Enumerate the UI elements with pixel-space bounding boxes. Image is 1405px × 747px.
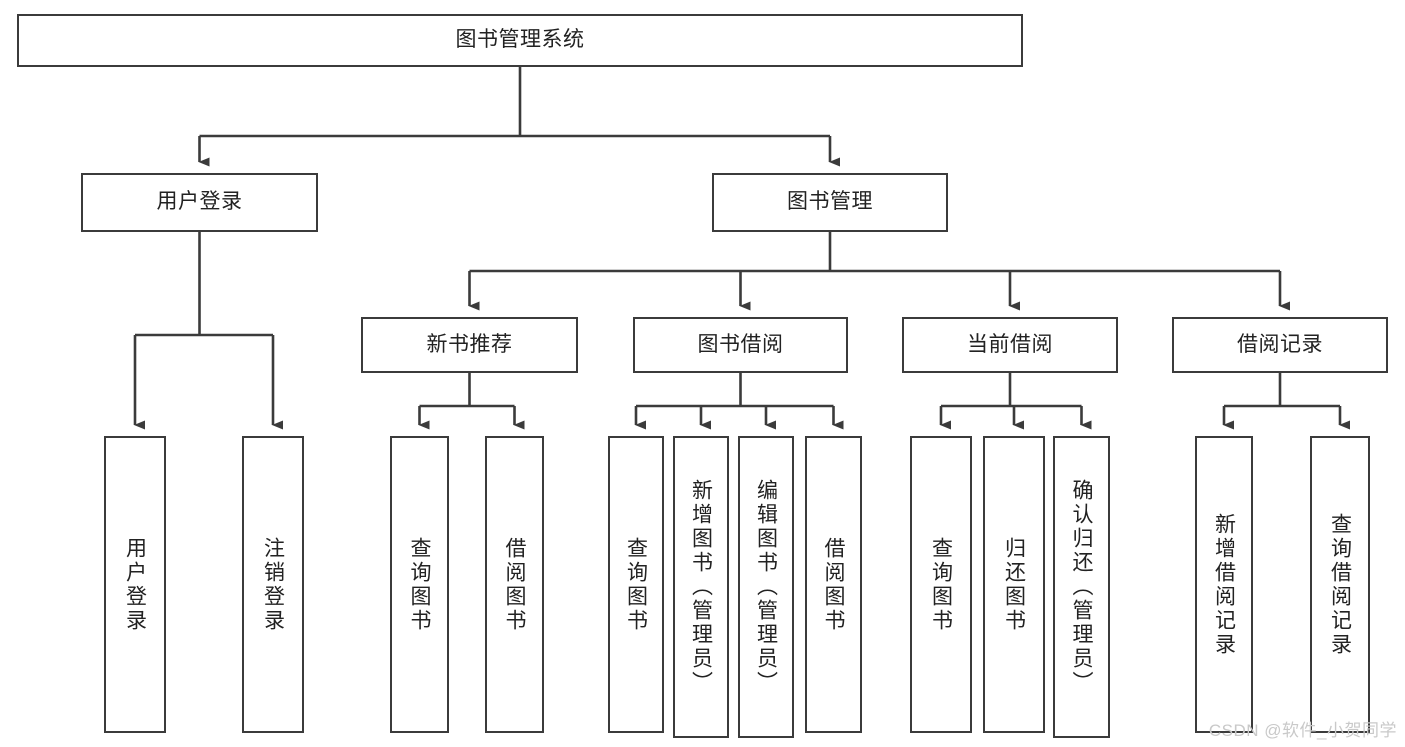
node-leaf-cur-query[interactable]: 查询图书 <box>910 436 972 733</box>
node-leaf-cur-return[interactable]: 归还图书 <box>983 436 1045 733</box>
node-leaf-cur-return-label: 归还图书 <box>1002 536 1026 633</box>
node-user-login[interactable]: 用户登录 <box>81 173 318 232</box>
node-book-borrow-label: 图书借阅 <box>697 332 784 356</box>
node-leaf-borrow-query-label: 查询图书 <box>624 536 648 633</box>
node-leaf-cur-confirm[interactable]: 确认归还（管理员） <box>1053 436 1110 738</box>
node-leaf-borrow-do-label: 借阅图书 <box>822 536 845 633</box>
node-leaf-rec-borrow-label: 借阅图书 <box>503 536 526 633</box>
node-user-login-label: 用户登录 <box>156 190 243 214</box>
node-leaf-rec-search[interactable]: 查询借阅记录 <box>1310 436 1370 733</box>
node-leaf-borrow-edit-label: 编辑图书（管理员） <box>754 479 778 695</box>
node-borrow-record-label: 借阅记录 <box>1237 332 1323 356</box>
node-root[interactable]: 图书管理系统 <box>17 14 1023 67</box>
node-book-borrow[interactable]: 图书借阅 <box>633 317 848 373</box>
node-borrow-record[interactable]: 借阅记录 <box>1172 317 1388 373</box>
node-leaf-user-logout[interactable]: 注销登录 <box>242 436 304 733</box>
node-leaf-rec-add[interactable]: 新增借阅记录 <box>1195 436 1253 733</box>
node-leaf-rec-search-label: 查询借阅记录 <box>1328 512 1352 657</box>
node-book-manage[interactable]: 图书管理 <box>712 173 948 232</box>
node-leaf-borrow-do[interactable]: 借阅图书 <box>805 436 862 733</box>
node-new-book-rec-label: 新书推荐 <box>426 332 513 356</box>
node-root-label: 图书管理系统 <box>455 28 585 52</box>
node-leaf-rec-borrow[interactable]: 借阅图书 <box>485 436 544 733</box>
node-book-manage-label: 图书管理 <box>787 190 873 214</box>
node-current-borrow-label: 当前借阅 <box>967 332 1053 356</box>
node-leaf-rec-query-label: 查询图书 <box>408 536 431 633</box>
node-leaf-cur-query-label: 查询图书 <box>929 536 953 633</box>
node-leaf-user-login-label: 用户登录 <box>123 536 147 633</box>
node-leaf-rec-add-label: 新增借阅记录 <box>1212 512 1236 657</box>
node-leaf-borrow-add[interactable]: 新增图书（管理员） <box>673 436 729 738</box>
node-current-borrow[interactable]: 当前借阅 <box>902 317 1118 373</box>
node-leaf-rec-query[interactable]: 查询图书 <box>390 436 449 733</box>
node-leaf-borrow-edit[interactable]: 编辑图书（管理员） <box>738 436 794 738</box>
node-leaf-user-login[interactable]: 用户登录 <box>104 436 166 733</box>
node-leaf-user-logout-label: 注销登录 <box>261 536 285 633</box>
node-leaf-cur-confirm-label: 确认归还（管理员） <box>1070 479 1093 695</box>
node-new-book-rec[interactable]: 新书推荐 <box>361 317 578 373</box>
node-leaf-borrow-add-label: 新增图书（管理员） <box>689 479 713 695</box>
node-leaf-borrow-query[interactable]: 查询图书 <box>608 436 664 733</box>
